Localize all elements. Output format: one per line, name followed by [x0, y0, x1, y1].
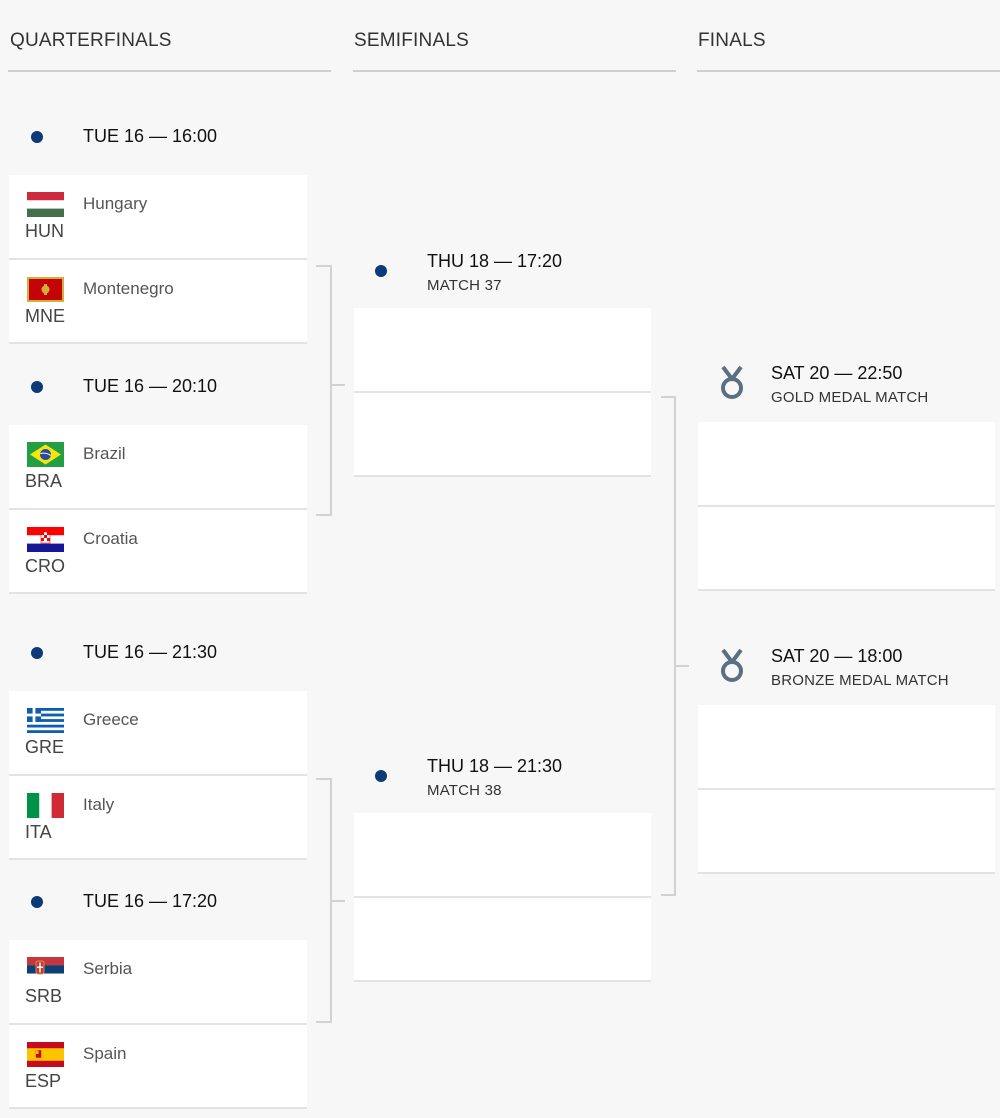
- team-row-brazil[interactable]: BRA Brazil: [9, 425, 307, 510]
- team-slot-empty[interactable]: [698, 507, 995, 591]
- team-code: BRA: [25, 471, 63, 491]
- italy-flag-icon: [27, 793, 64, 818]
- finals-header: FINALS: [698, 30, 766, 51]
- bracket-connector-sf: [661, 396, 676, 896]
- team-code: GRE: [25, 737, 65, 757]
- match-time: SAT 20 — 18:00: [771, 646, 903, 666]
- team-name: Montenegro: [83, 279, 174, 298]
- match-status-dot: [31, 381, 43, 393]
- team-row-montenegro[interactable]: MNE Montenegro: [9, 260, 307, 344]
- spain-flag-icon: [27, 1042, 64, 1067]
- match-time: TUE 16 — 16:00: [83, 126, 218, 146]
- match-label: GOLD MEDAL MATCH: [771, 389, 929, 406]
- team-row-italy[interactable]: ITA Italy: [9, 776, 307, 860]
- match-time: THU 18 — 21:30: [427, 756, 563, 776]
- medal-icon: [719, 365, 745, 406]
- team-slot-empty[interactable]: [354, 898, 651, 982]
- team-row-greece[interactable]: GRE Greece: [9, 691, 307, 776]
- team-row-croatia[interactable]: CRO Croatia: [9, 510, 307, 594]
- montenegro-flag-icon: [27, 277, 64, 302]
- hungary-flag-icon: [27, 192, 64, 217]
- match-status-dot: [375, 770, 387, 782]
- match-status-dot: [31, 131, 43, 143]
- semifinals-divider: [353, 70, 676, 72]
- team-slot-empty[interactable]: [698, 705, 995, 790]
- team-slot-empty[interactable]: [698, 790, 995, 874]
- team-slot-empty[interactable]: [354, 393, 651, 477]
- team-name: Hungary: [83, 194, 148, 213]
- match-status-dot: [375, 265, 387, 277]
- team-name: Croatia: [83, 529, 138, 548]
- brazil-flag-icon: [27, 442, 64, 467]
- medal-icon: [719, 648, 745, 689]
- bracket-connector-qf-bottom: [316, 778, 332, 1023]
- match-time: SAT 20 — 22:50: [771, 363, 903, 383]
- match-status-dot: [31, 896, 43, 908]
- semifinals-header: SEMIFINALS: [354, 30, 469, 51]
- match-time: TUE 16 — 17:20: [83, 891, 218, 911]
- quarterfinals-header: QUARTERFINALS: [10, 30, 172, 51]
- team-code: HUN: [25, 221, 64, 241]
- team-name: Brazil: [83, 444, 126, 463]
- team-slot-empty[interactable]: [354, 813, 651, 898]
- bracket-stub: [331, 384, 345, 386]
- team-code: MNE: [25, 306, 65, 326]
- team-slot-empty[interactable]: [698, 422, 995, 507]
- greece-flag-icon: [27, 708, 64, 733]
- finals-divider: [697, 70, 1000, 72]
- team-name: Serbia: [83, 959, 133, 978]
- team-code: SRB: [25, 986, 63, 1006]
- team-name: Italy: [83, 795, 115, 814]
- team-row-serbia[interactable]: SRB Serbia: [9, 940, 307, 1025]
- bracket-connector-qf-top: [316, 265, 332, 516]
- match-time: TUE 16 — 21:30: [83, 642, 218, 662]
- team-slot-empty[interactable]: [354, 308, 651, 393]
- match-status-dot: [31, 647, 43, 659]
- match-number: MATCH 38: [427, 782, 502, 799]
- team-code: ITA: [25, 822, 52, 842]
- quarterfinals-divider: [8, 70, 331, 72]
- bracket-stub: [331, 900, 345, 902]
- bracket-stub: [675, 665, 689, 667]
- match-label: BRONZE MEDAL MATCH: [771, 672, 949, 689]
- match-time: THU 18 — 17:20: [427, 251, 563, 271]
- serbia-flag-icon: [27, 957, 64, 982]
- croatia-flag-icon: [27, 527, 64, 552]
- team-row-spain[interactable]: ESP Spain: [9, 1025, 307, 1109]
- team-code: CRO: [25, 556, 65, 576]
- team-code: ESP: [25, 1071, 62, 1091]
- match-time: TUE 16 — 20:10: [83, 376, 218, 396]
- team-name: Spain: [83, 1044, 127, 1063]
- match-number: MATCH 37: [427, 277, 502, 294]
- team-row-hungary[interactable]: HUN Hungary: [9, 175, 307, 260]
- team-name: Greece: [83, 710, 139, 729]
